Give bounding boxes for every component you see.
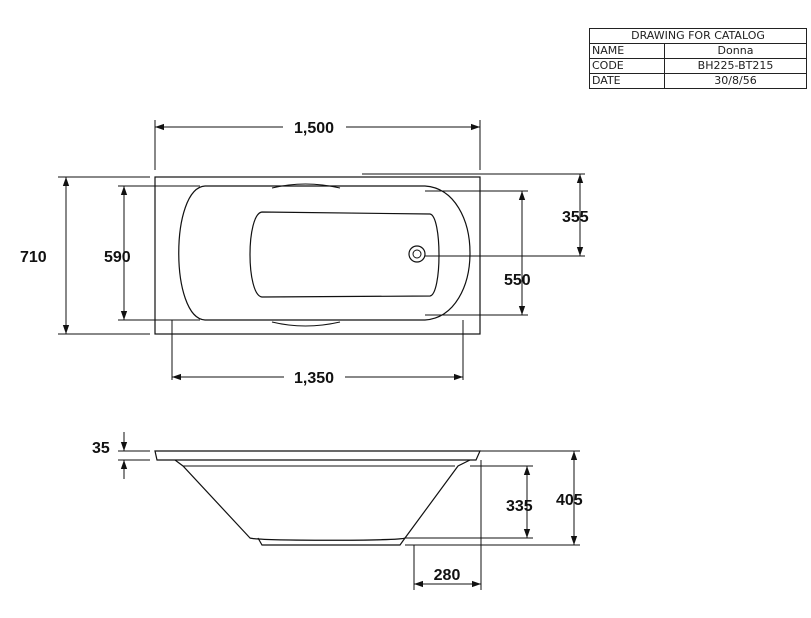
dim-overall-length: 1,500 [294, 120, 334, 137]
armrest-top [271, 183, 341, 189]
rim-profile [154, 450, 481, 461]
tub-floor-outline [249, 211, 440, 298]
drain-inner-icon [412, 249, 422, 259]
title-block-row-code: CODE BH225-BT215 [589, 58, 807, 74]
code-value: BH225-BT215 [664, 58, 807, 74]
date-key: DATE [589, 73, 665, 89]
dim-overall-height: 405 [556, 492, 583, 509]
dim-head-width: 550 [504, 272, 531, 289]
top-view: 1,500 710 590 1,350 355 550 [20, 120, 589, 387]
body-profile [174, 459, 471, 541]
drain-icon [408, 245, 426, 263]
title-block-row-date: DATE 30/8/56 [589, 73, 807, 89]
side-view: 35 405 335 280 [92, 432, 583, 590]
dim-inner-width: 590 [104, 249, 131, 266]
dim-inner-length: 1,350 [294, 370, 334, 387]
title-block: DRAWING FOR CATALOG NAME Donna CODE BH22… [589, 28, 807, 89]
dim-inner-depth: 335 [506, 498, 533, 515]
dim-overall-width: 710 [20, 249, 47, 266]
dim-drain-offset: 355 [562, 209, 589, 226]
dim-rim-thickness: 35 [92, 440, 110, 457]
bowl-outline [178, 185, 471, 321]
foot-profile [257, 537, 406, 546]
dim-foot-length: 280 [434, 567, 461, 584]
armrest-bottom [271, 321, 341, 327]
date-value: 30/8/56 [664, 73, 807, 89]
